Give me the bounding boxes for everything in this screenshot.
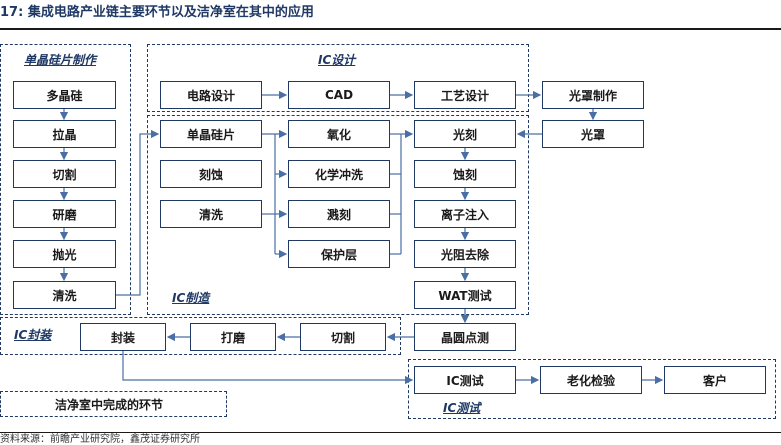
box-lapping: 研磨 [13, 200, 116, 228]
box-mask: 光罩 [542, 120, 644, 148]
source-footer: 资料来源：前瞻产业研究院，鑫茂证券研究所 [0, 434, 200, 445]
box-slicing: 切割 [13, 160, 116, 188]
box-cleaning: 清洗 [160, 200, 262, 228]
group-manufacturing [147, 115, 529, 315]
box-single-crystal-wafer: 单晶硅片 [160, 120, 262, 148]
box-grinding: 打磨 [190, 323, 276, 351]
top-rule [0, 28, 781, 30]
box-protective-layer: 保护层 [288, 240, 390, 268]
box-ion-implant: 离子注入 [414, 200, 516, 228]
box-mask-making: 光罩制作 [542, 81, 644, 109]
box-lithography: 光刻 [414, 120, 516, 148]
legend-box [0, 391, 227, 417]
group-testing-label: IC测试 [443, 401, 481, 415]
box-corrosion-etch: 蚀刻 [414, 160, 516, 188]
box-packaging: 封装 [80, 323, 166, 351]
box-process-design: 工艺设计 [414, 81, 516, 109]
group-packaging-label: IC封装 [14, 328, 52, 342]
box-wat-test: WAT测试 [414, 281, 516, 309]
figure-title: 17: 集成电路产业链主要环节以及洁净室在其中的应用 [0, 5, 314, 20]
box-sputtering: 溅刻 [288, 200, 390, 228]
box-etching: 刻蚀 [160, 160, 262, 188]
box-photoresist-removal: 光阻去除 [414, 240, 516, 268]
box-polishing: 抛光 [13, 240, 116, 268]
box-circuit-design: 电路设计 [160, 81, 262, 109]
box-dicing: 切割 [300, 323, 386, 351]
bottom-rule [0, 432, 781, 433]
group-wafer-label: 单晶硅片制作 [24, 53, 97, 67]
group-testing [408, 359, 776, 419]
box-oxidation: 氧化 [288, 120, 390, 148]
group-design [147, 44, 529, 112]
box-customer: 客户 [664, 366, 766, 394]
box-chemical-rinse: 化学冲洗 [288, 160, 390, 188]
box-wafer-probe: 晶圆点测 [414, 323, 516, 351]
box-ic-test: IC测试 [414, 366, 516, 394]
group-manufacturing-label: IC制造 [172, 291, 210, 305]
box-aging-inspection: 老化检验 [540, 366, 642, 394]
box-polysilicon: 多晶硅 [13, 81, 116, 109]
box-crystal-pulling: 拉晶 [13, 120, 116, 148]
legend-label: 洁净室中完成的环节 [55, 398, 164, 412]
group-packaging [0, 317, 401, 355]
box-cad: CAD [288, 81, 390, 109]
box-wafer-cleaning: 清洗 [13, 281, 116, 309]
group-design-label: IC设计 [318, 53, 356, 67]
group-wafer [0, 44, 131, 315]
